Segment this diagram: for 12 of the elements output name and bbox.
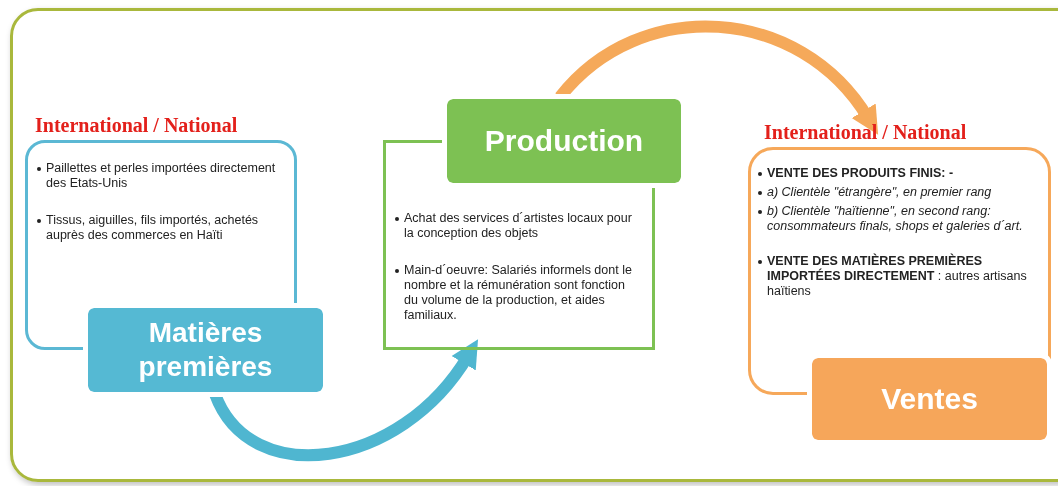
region-heading: International / National [763,120,968,145]
bullet-text: b) Clientèle "haïtienne", en second rang: consommateurs finals, shops et galeries d´art. [757,204,1042,234]
bullet-text: Tissus, aiguilles, fils importés, achetés auprès des commerces en Haïti [36,213,286,243]
bullet-text: Main-d´oeuvre: Salariés informels dont le nombre et la rémunération sont fonction du volume de la production, et aides familiaux. [394,263,642,323]
bullet-text: Achat des services d´artistes locaux pour la conception des objets [394,211,642,241]
curved-arrow [555,20,880,134]
curved-arrow [209,339,480,462]
bullet-text: VENTE DES PRODUITS FINIS: - [757,166,1042,181]
bullet-text: a) Clientèle "étrangère", en premier rang [757,185,1042,200]
region-heading: International / National [34,113,239,138]
bullet-text: VENTE DES MATIÈRES PREMIÈRES IMPORTÉES DIRECTEMENT : autres artisans haïtiens [757,254,1042,299]
bullet-text: Paillettes et perles importées directement des Etats-Unis [36,161,286,191]
